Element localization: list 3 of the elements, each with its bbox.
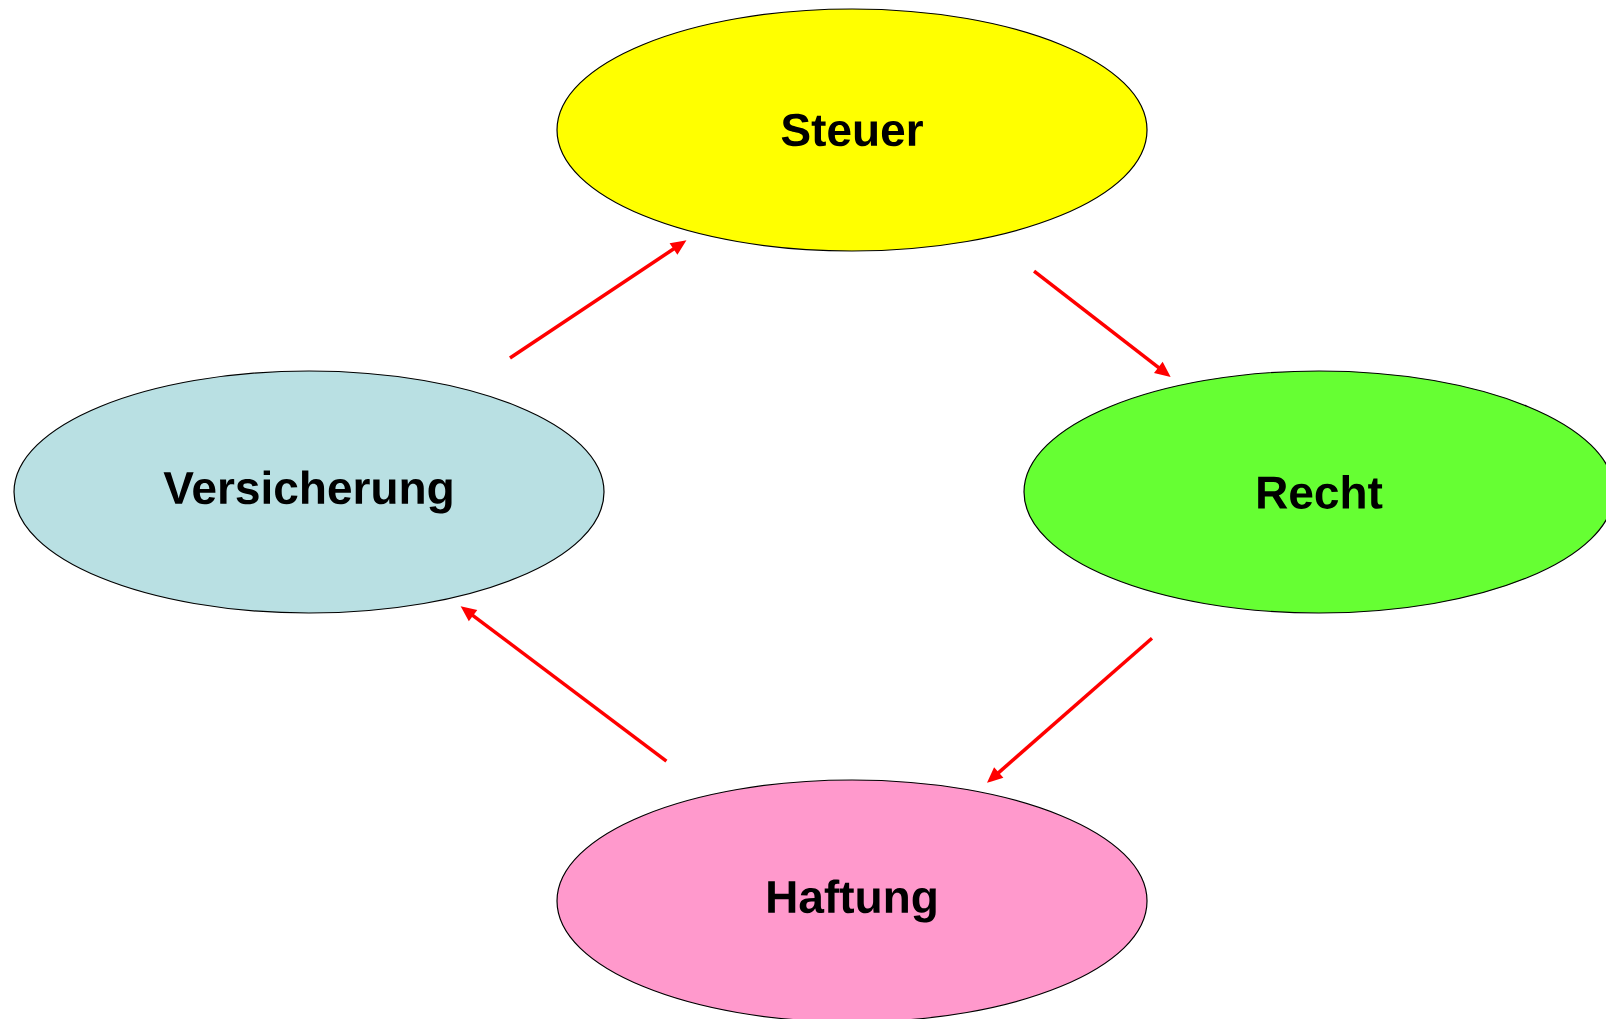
- ellipse-node: Steuer: [556, 8, 1148, 252]
- ellipse-node: Versicherung: [13, 370, 605, 614]
- ellipse-node: Haftung: [556, 779, 1148, 1019]
